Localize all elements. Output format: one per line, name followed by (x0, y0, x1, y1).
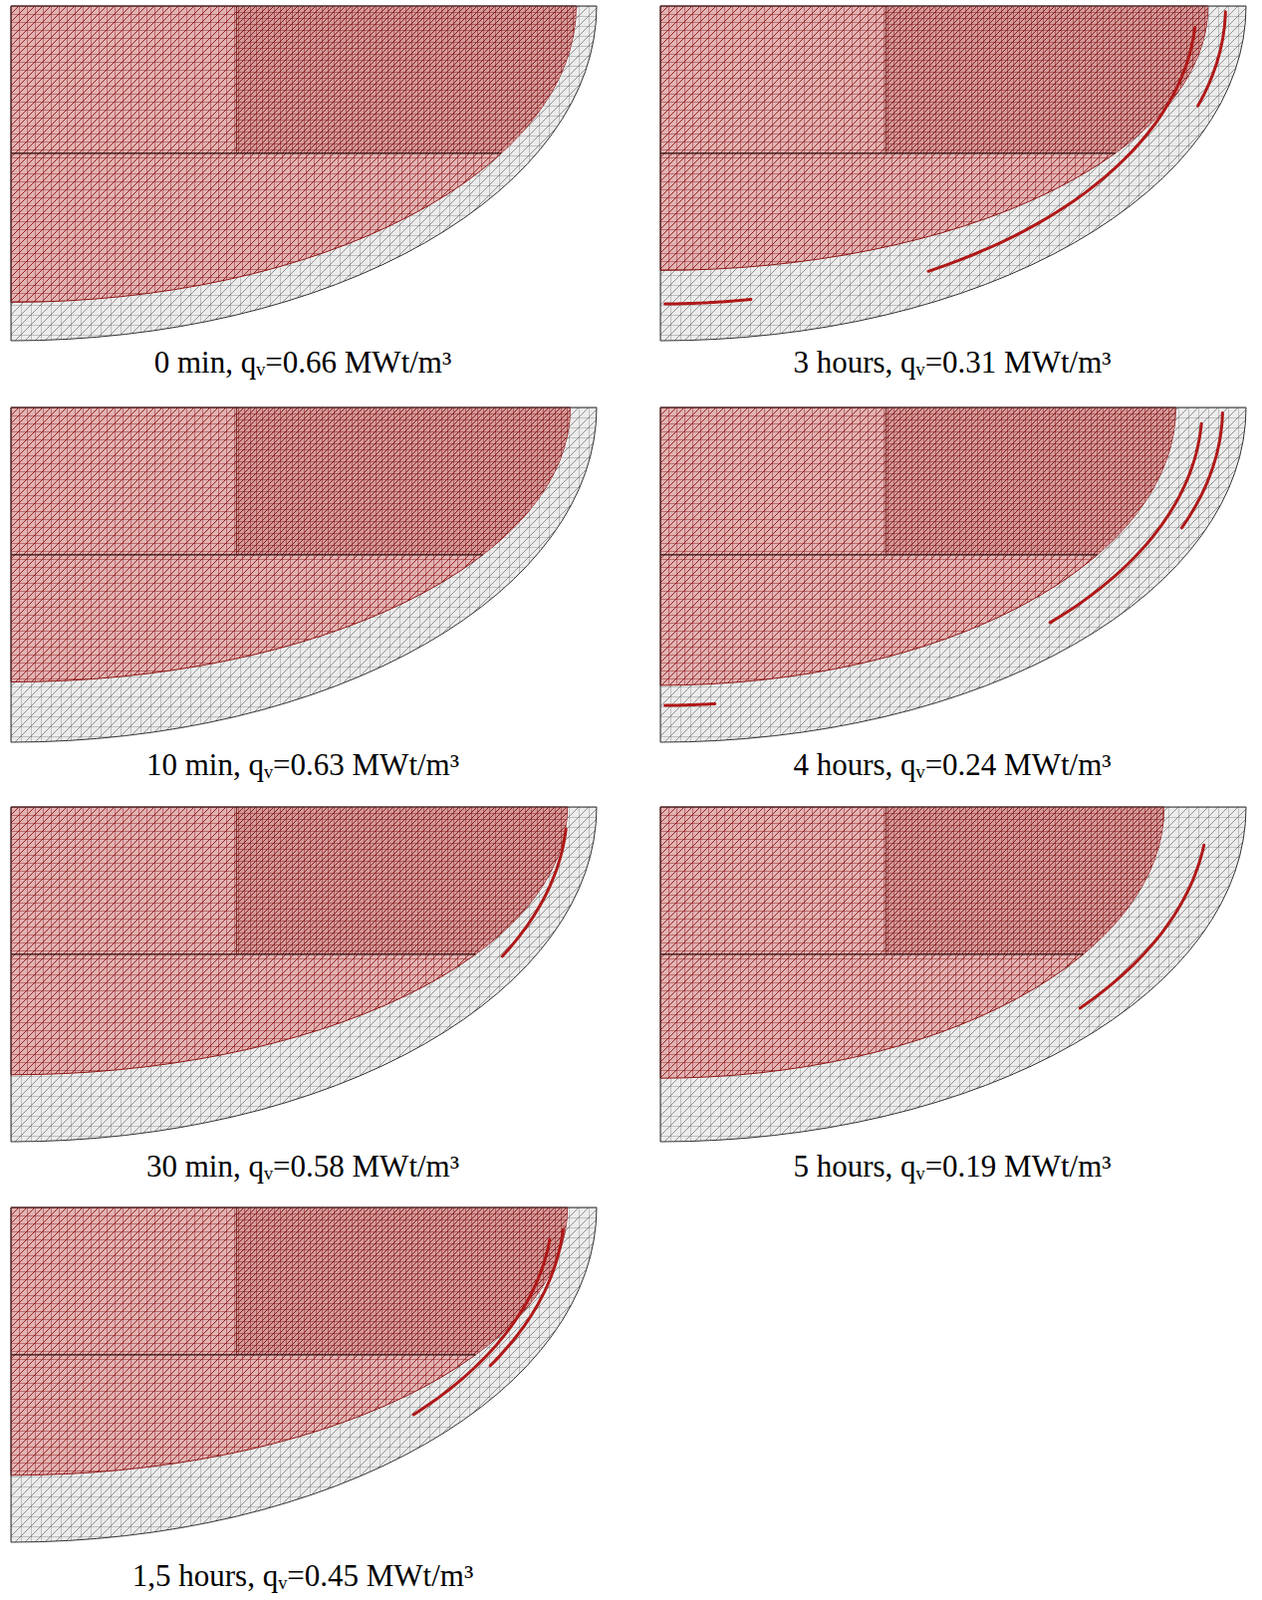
panel-caption: 5 hours, qᵥ=0.19 MWt/m³ (792, 1147, 1111, 1186)
mesh-panel (9, 1206, 598, 1543)
panel-caption: 1,5 hours, qᵥ=0.45 MWt/m³ (132, 1556, 474, 1595)
mesh-divider (10, 152, 502, 154)
grey-mesh (10, 806, 597, 1142)
mesh-group (660, 5, 1247, 341)
mesh-illustration (9, 406, 598, 744)
red-mesh-fine (885, 5, 1238, 154)
red-mesh-fine (236, 5, 588, 154)
panel-caption: 4 hours, qᵥ=0.24 MWt/m³ (792, 746, 1111, 784)
mesh-panel (9, 805, 598, 1143)
mesh-divider (885, 806, 887, 955)
grey-mesh (10, 407, 597, 743)
vessel-outline (10, 5, 597, 341)
grey-mesh (660, 5, 1247, 341)
red-mesh-fine (885, 806, 1238, 955)
red-crack (502, 828, 566, 957)
mesh-divider (885, 407, 887, 555)
red-mesh-fine (236, 1207, 588, 1355)
vessel-outline (660, 407, 1247, 743)
red-mesh-fine (236, 806, 588, 955)
mesh-panel (9, 4, 598, 342)
mesh-illustration (9, 805, 598, 1143)
mesh-divider (236, 407, 238, 555)
red-crack (665, 703, 716, 706)
vessel-outline (660, 5, 1247, 341)
mesh-divider (885, 5, 887, 154)
mesh-group (10, 806, 597, 1142)
mesh-divider (10, 553, 484, 555)
vessel-outline (660, 806, 1247, 1142)
vessel-outline (10, 1207, 597, 1542)
mesh-group (10, 1207, 597, 1542)
mesh-panel (659, 406, 1248, 744)
mesh-divider (10, 953, 477, 955)
mesh-group (10, 407, 597, 743)
mesh-divider (236, 1207, 238, 1355)
red-crack (490, 1229, 563, 1366)
vessel-outline (10, 806, 597, 1142)
mesh-group (660, 407, 1247, 743)
red-crack (665, 299, 752, 305)
mesh-illustration (659, 4, 1248, 342)
mesh-illustration (659, 805, 1248, 1143)
red-mesh-fine (885, 407, 1238, 555)
panel-caption: 10 min, qᵥ=0.63 MWt/m³ (146, 746, 460, 784)
mesh-group (660, 806, 1247, 1142)
red-crack (928, 26, 1196, 271)
mesh-panel (659, 805, 1248, 1143)
vessel-outline (10, 407, 597, 743)
red-crack (1198, 11, 1227, 107)
panel-caption: 3 hours, qᵥ=0.31 MWt/m³ (792, 343, 1111, 382)
grey-mesh (10, 5, 597, 341)
red-crack (1079, 844, 1205, 1009)
mesh-panel (659, 4, 1248, 342)
mesh-illustration (9, 4, 598, 342)
grey-mesh (660, 407, 1247, 743)
mesh-illustration (659, 406, 1248, 744)
panel-caption: 0 min, qᵥ=0.66 MWt/m³ (154, 343, 453, 382)
mesh-divider (660, 953, 1084, 955)
red-crack (1181, 413, 1223, 528)
mesh-divider (660, 152, 1116, 154)
red-crack (1049, 423, 1202, 623)
grey-mesh (660, 806, 1247, 1142)
mesh-divider (660, 553, 1098, 555)
panel-caption: 30 min, qᵥ=0.58 MWt/m³ (146, 1147, 460, 1186)
grey-mesh (10, 1207, 597, 1542)
mesh-divider (236, 5, 238, 154)
red-mesh-fine (236, 407, 588, 555)
mesh-divider (10, 1353, 477, 1355)
mesh-divider (236, 806, 238, 955)
mesh-group (10, 5, 597, 341)
mesh-panel (9, 406, 598, 744)
mesh-illustration (9, 1206, 598, 1543)
red-crack (413, 1240, 550, 1416)
